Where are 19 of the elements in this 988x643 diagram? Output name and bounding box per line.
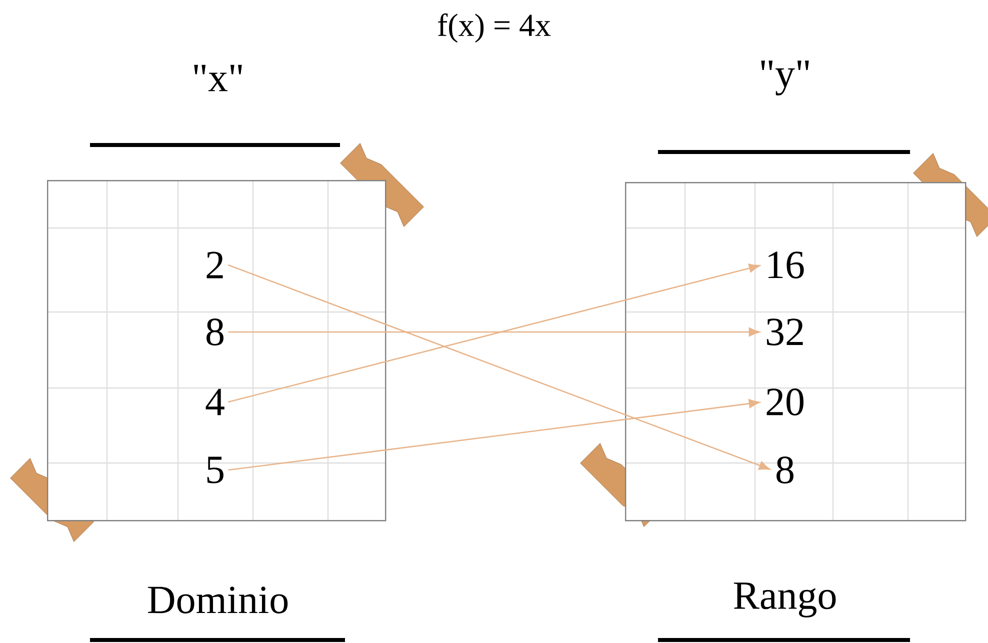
number: 4: [206, 388, 224, 416]
number: 5: [207, 456, 224, 484]
grid-paper: [625, 182, 966, 522]
number: 32: [766, 318, 803, 346]
number: 8: [206, 318, 224, 346]
arrow: [228, 399, 760, 471]
arrow: [228, 264, 760, 403]
title: f(x) = 4x: [438, 13, 551, 43]
number: 8: [776, 456, 794, 484]
set-label: Dominio: [148, 586, 288, 614]
number: 2: [206, 252, 223, 278]
arrow: [228, 264, 770, 470]
arrow: [228, 328, 760, 336]
grid-paper: [47, 180, 386, 522]
number: 20: [766, 388, 804, 416]
variable-label: "x": [194, 64, 242, 92]
variable-label: "y": [761, 60, 809, 96]
set-label: Rango: [734, 582, 836, 618]
number: 16: [768, 252, 804, 278]
